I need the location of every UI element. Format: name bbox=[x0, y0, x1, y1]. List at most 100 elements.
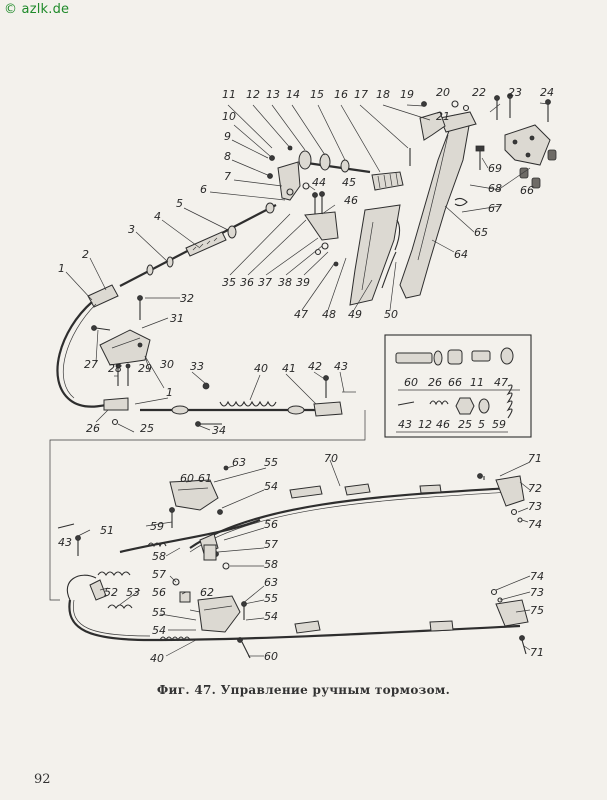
leader-lines bbox=[65, 102, 549, 657]
callout-60-top: 60 bbox=[180, 472, 194, 485]
lever-spring bbox=[454, 197, 468, 207]
callout-25-mid: 25 bbox=[140, 422, 154, 435]
cable-clevis bbox=[87, 284, 119, 308]
callout-30: 30 bbox=[160, 358, 174, 371]
callout-13: 13 bbox=[266, 88, 280, 101]
return-spring-52 bbox=[107, 604, 133, 609]
callout-42: 42 bbox=[308, 360, 322, 373]
callout-8: 8 bbox=[224, 150, 231, 163]
lower-rear-cable bbox=[68, 599, 521, 642]
callout-43-bottom: 43 bbox=[58, 536, 72, 549]
callout-24: 24 bbox=[540, 86, 554, 99]
callout-14: 14 bbox=[286, 88, 300, 101]
callout-17: 17 bbox=[354, 88, 368, 101]
callout-45: 45 bbox=[342, 176, 356, 189]
lever-arm bbox=[277, 161, 301, 201]
callout-57-bottom: 57 bbox=[152, 568, 166, 581]
return-spring-40 bbox=[219, 400, 277, 407]
callout-60-bottom: 60 bbox=[264, 650, 278, 663]
callout-16: 16 bbox=[334, 88, 348, 101]
callout-55-bottom: 55 bbox=[264, 592, 278, 605]
upper-cable-sleeve bbox=[289, 485, 323, 499]
callout-67: 67 bbox=[488, 202, 502, 215]
inset-callout-66: 66 bbox=[448, 376, 462, 389]
cable-guide-bracket bbox=[99, 329, 151, 366]
callout-73-bottom: 73 bbox=[530, 586, 544, 599]
callout-48: 48 bbox=[322, 308, 336, 321]
callout-46: 46 bbox=[344, 194, 358, 207]
callout-39: 39 bbox=[296, 276, 310, 289]
callout-18: 18 bbox=[376, 88, 390, 101]
callout-4: 4 bbox=[154, 210, 161, 223]
upper-rear-cable bbox=[189, 486, 511, 549]
callout-1-mid: 1 bbox=[166, 386, 173, 399]
callout-7: 7 bbox=[224, 170, 231, 183]
inset-callout-46: 46 bbox=[436, 418, 450, 431]
callout-31: 31 bbox=[170, 312, 184, 325]
callout-29: 29 bbox=[138, 362, 152, 375]
callout-52: 52 bbox=[104, 586, 118, 599]
callout-47-top: 47 bbox=[294, 308, 308, 321]
callout-labels: 11 12 13 14 15 16 17 18 19 20 22 23 24 2… bbox=[58, 86, 554, 665]
callout-43-top: 43 bbox=[334, 360, 348, 373]
callout-40-top: 40 bbox=[254, 362, 268, 375]
callout-10: 10 bbox=[222, 110, 236, 123]
lower-cable-spring bbox=[159, 636, 191, 642]
pawl-rod bbox=[381, 219, 401, 289]
callout-54-left: 54 bbox=[152, 624, 166, 637]
brake-shaft bbox=[299, 160, 371, 174]
callout-53: 53 bbox=[126, 586, 140, 599]
callout-12: 12 bbox=[246, 88, 260, 101]
lever-plate bbox=[349, 204, 401, 306]
handbrake-lever bbox=[399, 114, 471, 299]
callout-15: 15 bbox=[310, 88, 324, 101]
ratchet-sleeve bbox=[371, 171, 404, 191]
callout-54-top: 54 bbox=[264, 480, 278, 493]
rear-cable-bracket-upper bbox=[495, 475, 525, 507]
inset-callout-47: 47 bbox=[494, 376, 508, 389]
parts-inset-box bbox=[384, 334, 532, 438]
callout-65: 65 bbox=[474, 226, 488, 239]
callout-75: 75 bbox=[530, 604, 544, 617]
callout-66-top: 66 bbox=[520, 184, 534, 197]
callout-62: 62 bbox=[200, 586, 214, 599]
callout-57-top: 57 bbox=[264, 538, 278, 551]
callout-26: 26 bbox=[86, 422, 100, 435]
callout-71-top: 71 bbox=[528, 452, 542, 465]
cable-bracket-lower bbox=[197, 595, 241, 633]
watermark: © azlk.de bbox=[4, 2, 70, 17]
callout-41: 41 bbox=[282, 362, 296, 375]
callout-74-top: 74 bbox=[528, 518, 542, 531]
turnbuckle bbox=[185, 231, 227, 257]
inset-callout-26: 26 bbox=[428, 376, 442, 389]
callout-58-top: 58 bbox=[264, 558, 278, 571]
callout-44: 44 bbox=[312, 176, 326, 189]
callout-63-top: 63 bbox=[232, 456, 246, 469]
callout-72: 72 bbox=[528, 482, 542, 495]
cover-plate bbox=[504, 124, 551, 166]
connector-frame bbox=[49, 410, 366, 601]
callout-51: 51 bbox=[100, 524, 114, 537]
callout-70: 70 bbox=[324, 452, 338, 465]
inset-callout-60: 60 bbox=[404, 376, 418, 389]
cable-clamp bbox=[103, 397, 129, 411]
callout-23: 23 bbox=[508, 86, 522, 99]
callout-2: 2 bbox=[82, 248, 89, 261]
cable-bracket-upper bbox=[169, 479, 219, 511]
callout-33: 33 bbox=[190, 360, 204, 373]
figure-caption: Фиг. 47. Управление ручным тормозом. bbox=[156, 683, 451, 697]
page-number: 92 bbox=[34, 772, 51, 787]
callout-40-bottom: 40 bbox=[150, 652, 164, 665]
callout-9: 9 bbox=[224, 130, 231, 143]
callout-56-bottom: 56 bbox=[152, 586, 166, 599]
inset-callout-59: 59 bbox=[492, 418, 506, 431]
callout-19: 19 bbox=[400, 88, 414, 101]
callout-21: 21 bbox=[436, 110, 450, 123]
callout-73-top: 73 bbox=[528, 500, 542, 513]
callout-54-bottom: 54 bbox=[264, 610, 278, 623]
callout-55-top: 55 bbox=[264, 456, 278, 469]
callout-49: 49 bbox=[348, 308, 362, 321]
lever-grip bbox=[439, 111, 477, 133]
callout-6: 6 bbox=[200, 183, 207, 196]
callout-58-bottom: 58 bbox=[152, 550, 166, 563]
